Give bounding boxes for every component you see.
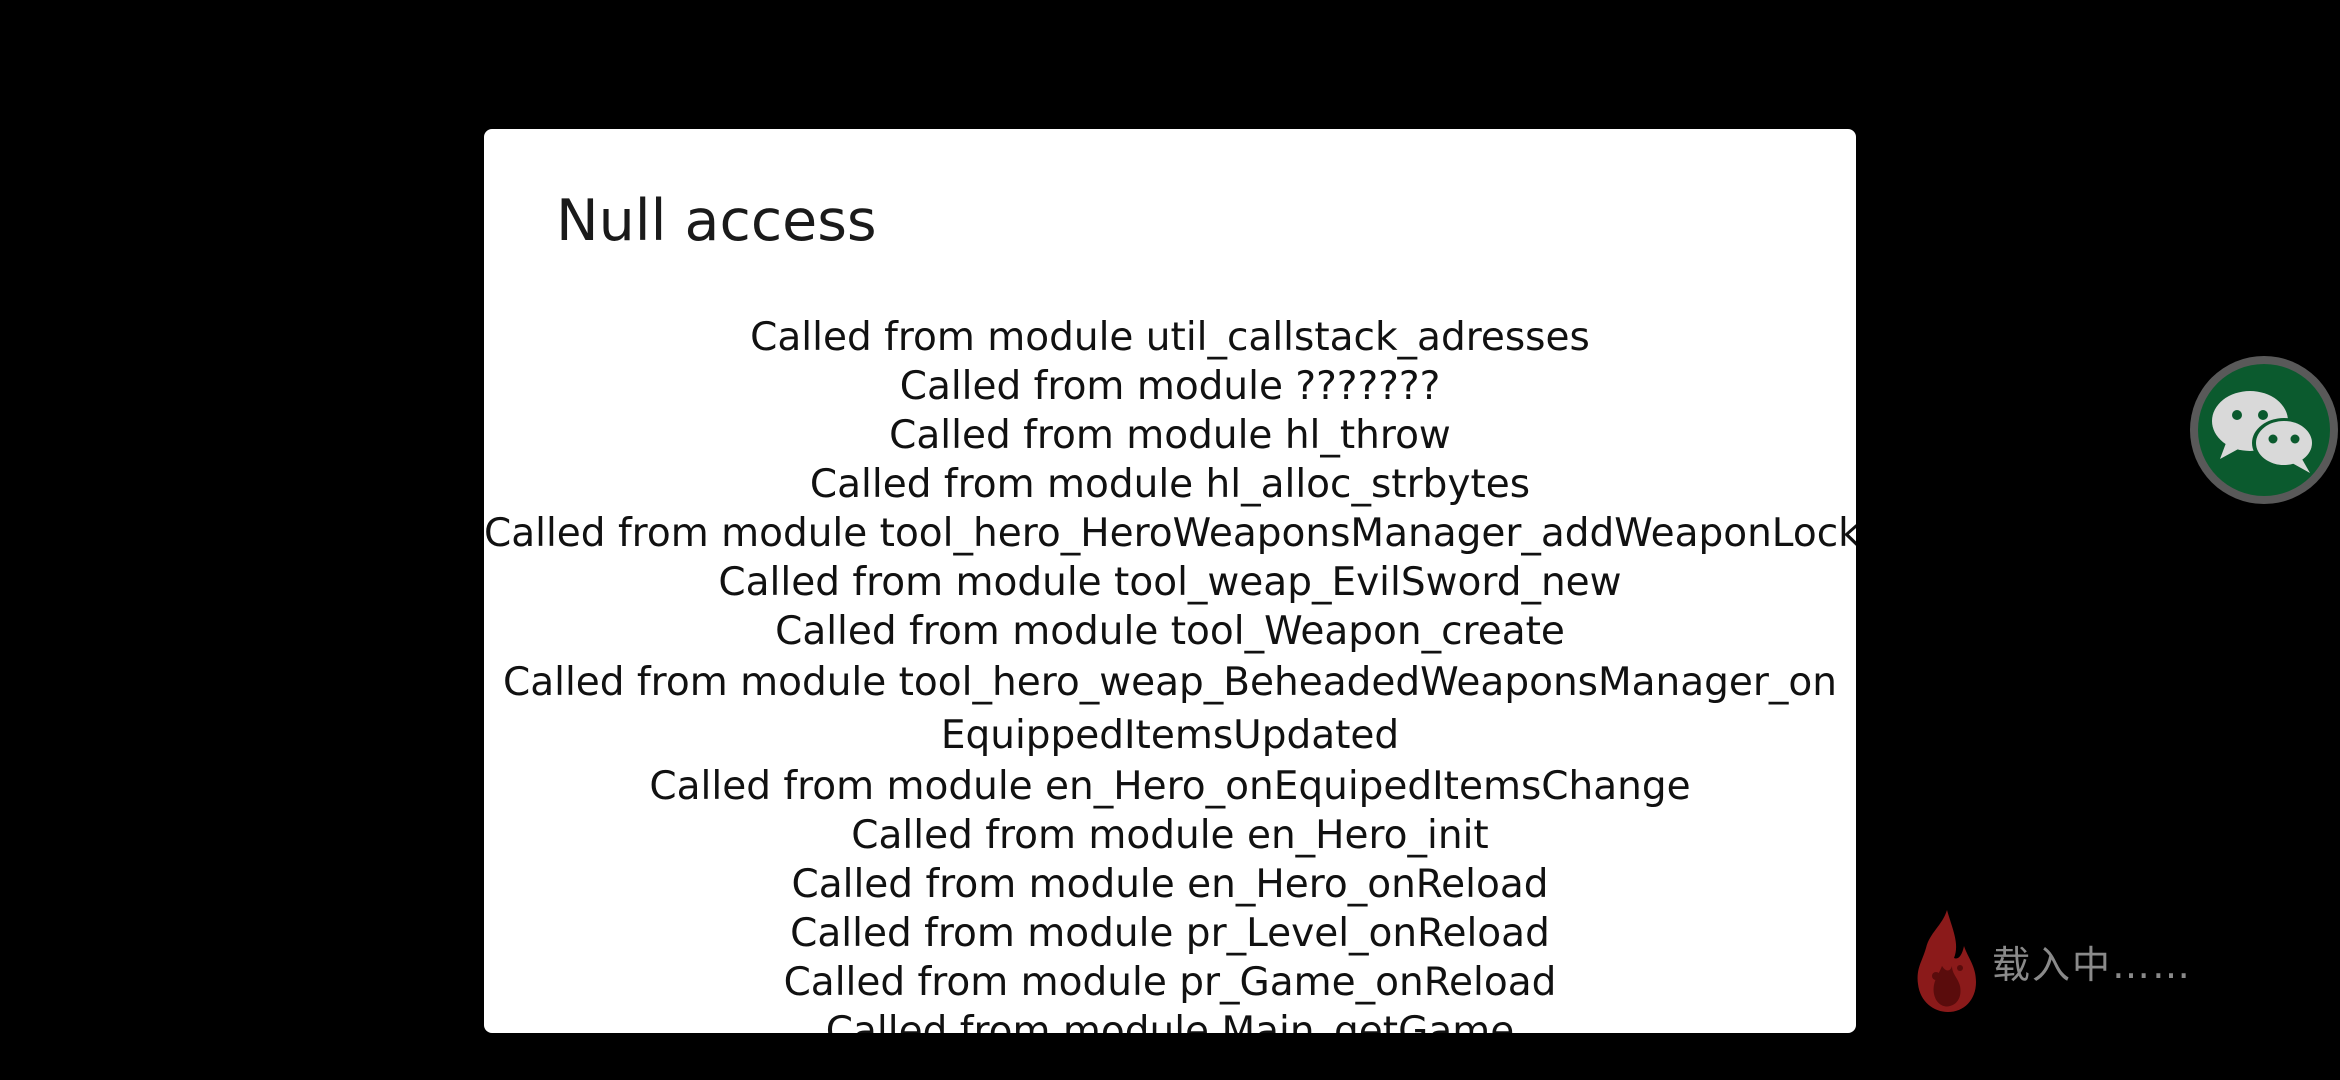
callstack-line: Called from module tool_hero_HeroWeapons… bbox=[484, 511, 1856, 556]
callstack-line: Called from module pr_Game_onReload bbox=[783, 960, 1557, 1005]
callstack-line: Called from module tool_Weapon_create bbox=[775, 609, 1565, 654]
loading-text: 载入中…… bbox=[1992, 942, 2193, 987]
callstack-message: Called from module util_callstack_adress… bbox=[484, 313, 1856, 1033]
wechat-icon bbox=[2198, 364, 2330, 496]
callstack-line: Called from module ??????? bbox=[899, 364, 1441, 409]
callstack-line: Called from module tool_weap_EvilSword_n… bbox=[718, 560, 1622, 605]
dialog-title: Null access bbox=[556, 188, 877, 254]
wechat-floating-button[interactable] bbox=[2190, 356, 2338, 504]
callstack-line: Called from module pr_Level_onReload bbox=[790, 911, 1550, 956]
callstack-line: Called from module util_callstack_adress… bbox=[750, 315, 1590, 360]
error-dialog: Null access Called from module util_call… bbox=[484, 129, 1856, 1033]
callstack-line: Called from module hl_throw bbox=[889, 413, 1451, 458]
callstack-line: Called from module en_Hero_onReload bbox=[791, 862, 1549, 907]
callstack-line: Called from module hl_alloc_strbytes bbox=[809, 462, 1531, 507]
flame-icon bbox=[1917, 910, 1976, 1012]
callstack-line: Called from module tool_hero_weap_Behead… bbox=[502, 660, 1838, 758]
callstack-line: Called from module en_Hero_init bbox=[851, 813, 1489, 858]
loading-indicator: 载入中…… bbox=[1912, 906, 2192, 1016]
callstack-line: Called from module Main_getGame bbox=[825, 1009, 1515, 1033]
callstack-line: Called from module en_Hero_onEquipedItem… bbox=[649, 764, 1691, 809]
